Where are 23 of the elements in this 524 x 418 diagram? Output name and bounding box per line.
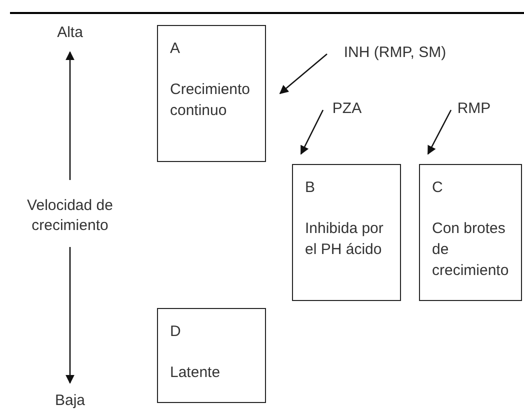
axis-label: PZA	[332, 99, 362, 119]
axis-label: Velocidad de crecimiento	[26, 196, 114, 236]
box-letter: A	[170, 39, 182, 59]
box-description: Con brotes de crecimiento	[432, 219, 509, 281]
state-box	[419, 164, 522, 301]
box-letter: C	[432, 178, 444, 198]
box-description: Inhibida por el PH ácido	[305, 219, 384, 260]
box-description: Latente	[170, 363, 222, 383]
state-box	[292, 164, 401, 301]
arrow	[66, 247, 74, 384]
axis-label: RMP	[457, 99, 491, 119]
state-box	[157, 308, 266, 403]
arrow	[279, 54, 328, 94]
axis-label: Baja	[54, 391, 86, 411]
box-letter: B	[305, 178, 316, 198]
axis-label: INH (RMP, SM)	[344, 43, 446, 63]
axis-label: Alta	[57, 23, 83, 43]
arrow	[300, 110, 324, 155]
state-box	[157, 25, 266, 162]
box-description: Crecimiento continuo	[170, 80, 252, 121]
box-letter: D	[170, 322, 182, 342]
arrow	[427, 110, 452, 155]
arrow	[66, 51, 74, 180]
